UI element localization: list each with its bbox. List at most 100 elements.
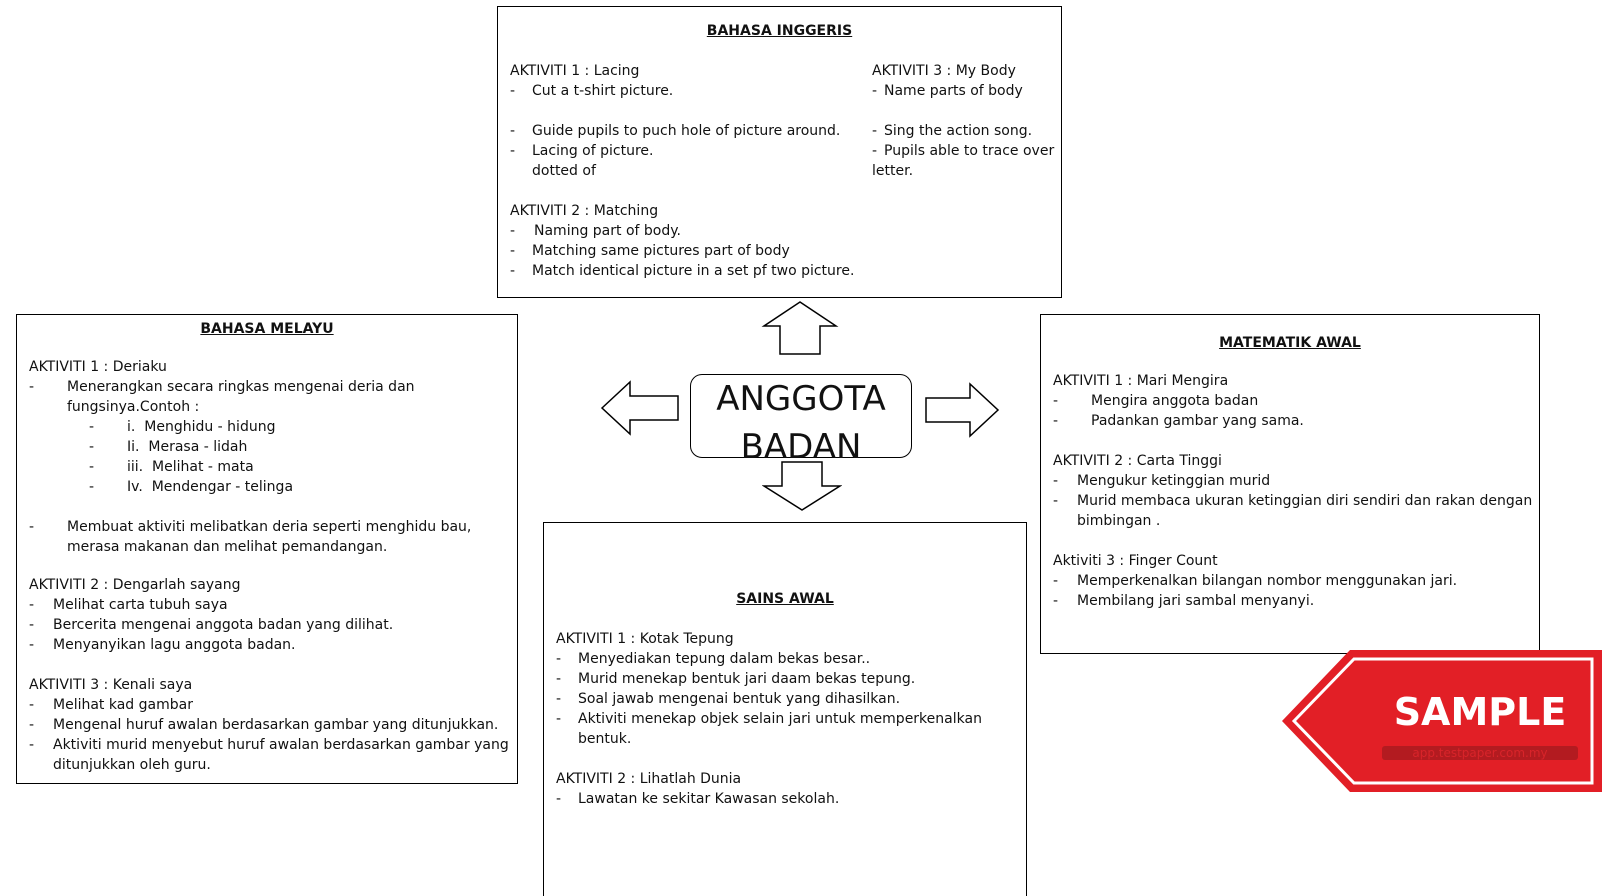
matematik-a3-head: Aktiviti 3 : Finger Count (1053, 553, 1218, 569)
sains-awal-title: SAINS AWAL (736, 591, 834, 607)
dash: - (29, 697, 35, 713)
list-item: Match identical picture in a set pf two … (532, 263, 855, 279)
dash: - (556, 791, 562, 807)
list-item: Lawatan ke sekitar Kawasan sekolah. (578, 791, 840, 807)
inggeris-a3-head: AKTIVITI 3 : My Body (872, 63, 1016, 79)
inggeris-aktiviti-3: AKTIVITI 3 : My Body -Name parts of body… (872, 61, 1057, 181)
dash: - (29, 717, 35, 733)
arrow-down-icon (762, 461, 842, 511)
sub-item: i. Menghidu - hidung (127, 419, 276, 435)
list-item: Matching same pictures part of body (532, 243, 790, 259)
list-item: Mengenal huruf awalan berdasarkan gambar… (53, 717, 499, 733)
list-item: Melihat carta tubuh saya (53, 597, 228, 613)
list-item: Bercerita mengenai anggota badan yang di… (53, 617, 394, 633)
dash: - (556, 651, 562, 667)
list-item: Aktiviti murid menyebut huruf awalan ber… (53, 737, 509, 753)
sains-aktiviti-2: AKTIVITI 2 : Lihatlah Dunia -Lawatan ke … (556, 769, 1016, 809)
matematik-aktiviti-2: AKTIVITI 2 : Carta Tinggi - Mengukur keti… (1053, 451, 1533, 531)
dash: - (89, 479, 95, 495)
dash: - (29, 637, 35, 653)
list-item: Melihat kad gambar (53, 697, 193, 713)
dash: - (89, 439, 95, 455)
bahasa-inggeris-box: BAHASA INGGERIS AKTIVITI 1 : Lacing -Cut… (497, 6, 1062, 298)
dash: - (510, 123, 516, 139)
dash: - (872, 83, 878, 99)
list-item: Mengukur ketinggian murid (1077, 473, 1271, 489)
dash: - (510, 243, 516, 259)
dash: - (1053, 573, 1059, 589)
list-item: Membilang jari sambal menyanyi. (1077, 593, 1315, 609)
stamp-text: SAMPLE (1393, 690, 1567, 734)
dash: - (29, 597, 35, 613)
sains-awal-box: SAINS AWAL AKTIVITI 1 : Kotak Tepung -Me… (543, 522, 1027, 896)
stamp-subtext: app.testpaper.com.my (1382, 746, 1578, 760)
sub-item: Ii. Merasa - lidah (127, 439, 248, 455)
list-item: dotted of (532, 163, 596, 179)
dash: - (29, 737, 35, 753)
dash: - (1053, 593, 1059, 609)
list-item: Padankan gambar yang sama. (1091, 413, 1304, 429)
melayu-aktiviti-2: AKTIVITI 2 : Dengarlah sayang - Melihat c… (29, 575, 509, 655)
melayu-a2-head: AKTIVITI 2 : Dengarlah sayang (29, 577, 241, 593)
list-item: merasa makanan dan melihat pemandangan. (67, 539, 388, 555)
sub-item: Iv. Mendengar - telinga (127, 479, 294, 495)
dash: - (1053, 493, 1059, 509)
list-item: Murid menekap bentuk jari daam bekas tep… (578, 671, 916, 687)
dash: - (29, 379, 35, 395)
dash: - (510, 83, 516, 99)
dash: - (1053, 473, 1059, 489)
list-item: Mengira anggota badan (1091, 393, 1259, 409)
arrow-right-icon (925, 382, 1000, 438)
inggeris-aktiviti-2: AKTIVITI 2 : Matching -Naming part of bo… (510, 201, 1050, 281)
arrow-left-icon (600, 380, 679, 436)
melayu-a3-head: AKTIVITI 3 : Kenali saya (29, 677, 193, 693)
matematik-aktiviti-1: AKTIVITI 1 : Mari Mengira -Mengira anggo… (1053, 371, 1533, 431)
dash: - (510, 143, 516, 159)
dash: - (29, 519, 35, 535)
dash: - (872, 123, 878, 139)
list-item: Menyediakan tepung dalam bekas besar.. (578, 651, 871, 667)
list-item: Cut a t-shirt picture. (532, 83, 674, 99)
sains-aktiviti-1: AKTIVITI 1 : Kotak Tepung -Menyediakan t… (556, 629, 1016, 749)
bahasa-melayu-box: BAHASA MELAYU AKTIVITI 1 : Deriaku - Mene… (16, 314, 518, 784)
bahasa-inggeris-title: BAHASA INGGERIS (706, 23, 853, 39)
center-line-1: ANGGOTA (716, 379, 886, 419)
list-item: Aktiviti menekap objek selain jari untuk… (578, 711, 982, 727)
dash: - (556, 711, 562, 727)
list-item: Sing the action song. (884, 123, 1033, 139)
inggeris-aktiviti-1: AKTIVITI 1 : Lacing -Cut a t-shirt pictu… (510, 61, 850, 181)
melayu-aktiviti-3: AKTIVITI 3 : Kenali saya - Melihat kad ga… (29, 675, 509, 775)
list-item: letter. (872, 163, 914, 179)
list-item: Soal jawab mengenai bentuk yang dihasilk… (578, 691, 901, 707)
dash: - (872, 143, 878, 159)
list-item: Lacing of picture. (532, 143, 654, 159)
arrow-up-icon (761, 301, 839, 355)
dash: - (89, 459, 95, 475)
center-line-2: BADAN (740, 427, 862, 467)
dash: - (556, 671, 562, 687)
matematik-aktiviti-3: Aktiviti 3 : Finger Count - Memperkenalka… (1053, 551, 1533, 611)
inggeris-a2-head: AKTIVITI 2 : Matching (510, 203, 659, 219)
list-item: Membuat aktiviti melibatkan deria sepert… (67, 519, 472, 535)
list-item: Menyanyikan lagu anggota badan. (53, 637, 296, 653)
inggeris-a1-head: AKTIVITI 1 : Lacing (510, 63, 640, 79)
sub-item: iii. Melihat - mata (127, 459, 254, 475)
dash: - (29, 617, 35, 633)
sains-a2-head: AKTIVITI 2 : Lihatlah Dunia (556, 771, 742, 787)
matematik-awal-title: MATEMATIK AWAL (1219, 335, 1361, 351)
dash: - (510, 263, 516, 279)
sample-stamp: SAMPLE app.testpaper.com.my (1282, 650, 1602, 792)
list-item: bentuk. (578, 731, 632, 747)
matematik-a2-head: AKTIVITI 2 : Carta Tinggi (1053, 453, 1222, 469)
bahasa-melayu-title: BAHASA MELAYU (200, 321, 334, 337)
list-item: Menerangkan secara ringkas mengenai deri… (67, 379, 415, 395)
list-item: Memperkenalkan bilangan nombor menggunak… (1077, 573, 1458, 589)
dash: - (1053, 393, 1059, 409)
dash: - (1053, 413, 1059, 429)
list-item: ditunjukkan oleh guru. (53, 757, 211, 773)
melayu-a1-head: AKTIVITI 1 : Deriaku (29, 359, 167, 375)
matematik-awal-box: MATEMATIK AWAL AKTIVITI 1 : Mari Mengira… (1040, 314, 1540, 654)
sains-a1-head: AKTIVITI 1 : Kotak Tepung (556, 631, 734, 647)
list-item: bimbingan . (1077, 513, 1161, 529)
list-item: Name parts of body (884, 83, 1023, 99)
